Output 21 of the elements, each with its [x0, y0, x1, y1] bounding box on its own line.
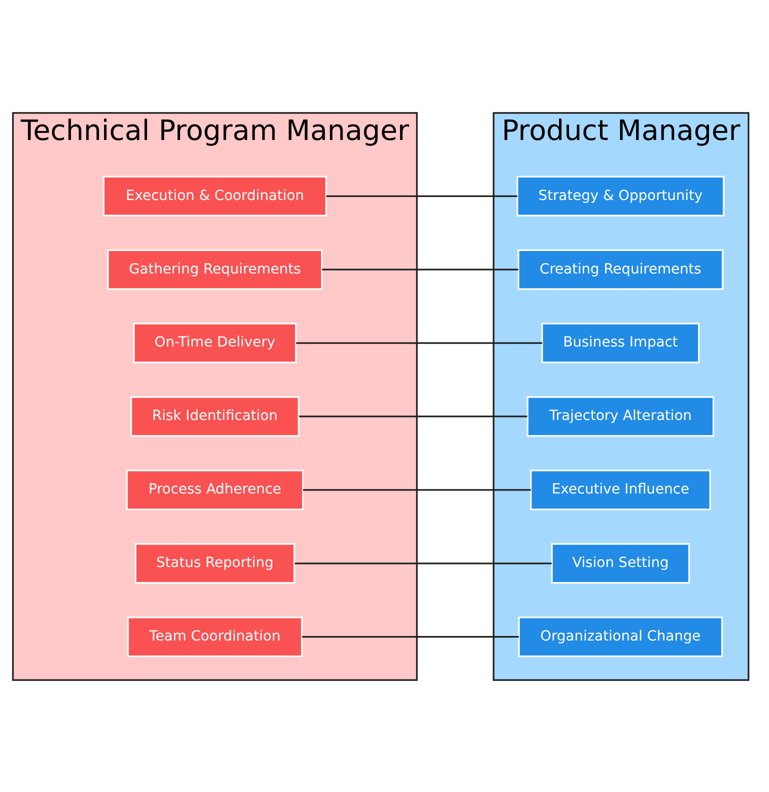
connector [294, 562, 552, 564]
connector [302, 636, 519, 638]
node-box: On-Time Delivery [133, 322, 297, 363]
connector [326, 194, 518, 196]
node-box: Process Adherence [126, 469, 304, 510]
node-box: Status Reporting [134, 542, 296, 584]
connector [296, 342, 542, 344]
node-box: Vision Setting [551, 542, 690, 584]
node-box: Gathering Requirements [107, 248, 323, 290]
node-box: Risk Identification [130, 396, 300, 436]
node-box: Trajectory Alteration [526, 396, 714, 436]
node-box: Strategy & Opportunity [516, 175, 724, 216]
connector [299, 415, 528, 417]
connector [322, 268, 518, 270]
node-box: Team Coordination [127, 616, 303, 657]
node-box: Organizational Change [518, 616, 723, 657]
node-box: Execution & Coordination [102, 175, 327, 216]
node-box: Executive Influence [530, 469, 711, 510]
node-box: Business Impact [541, 322, 700, 363]
connector [303, 488, 531, 490]
node-box: Creating Requirements [518, 248, 724, 290]
